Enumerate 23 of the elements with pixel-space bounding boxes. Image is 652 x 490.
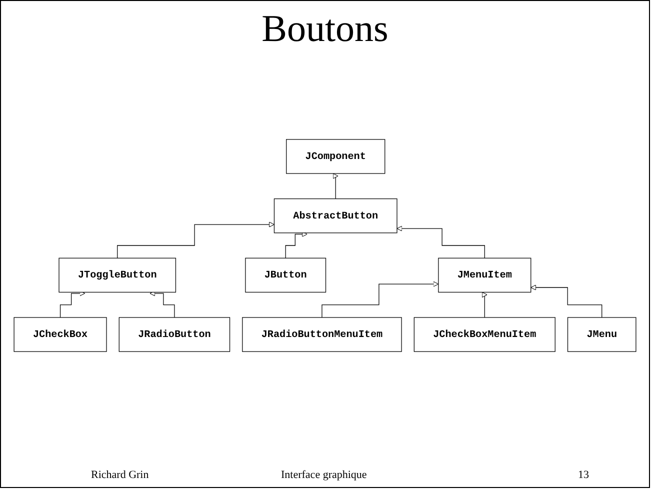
node-box: JCheckBox (14, 317, 107, 352)
node-box: JRadioButton (118, 317, 230, 352)
node-box: JMenuItem (438, 258, 532, 293)
node-box: JCheckBoxMenuItem (414, 317, 556, 352)
arrow (396, 226, 485, 258)
arrow (482, 292, 488, 318)
arrow (285, 231, 308, 258)
node-box: AbstractButton (274, 198, 398, 234)
page-number: 13 (578, 469, 589, 481)
node-box: JButton (245, 258, 326, 293)
node-box: JComponent (286, 139, 386, 174)
node-box: JMenu (567, 317, 636, 352)
footer-author: Richard Grin (91, 469, 149, 481)
footer-subject: Interface graphique (281, 469, 367, 481)
arrow (322, 281, 439, 318)
node-box: JRadioButtonMenuItem (242, 317, 402, 352)
arrow (150, 290, 175, 318)
arrow (60, 290, 86, 318)
arrow (530, 284, 602, 318)
node-box: JToggleButton (58, 258, 176, 293)
slide-title: Boutons (260, 7, 390, 51)
arrow (117, 222, 274, 258)
arrow (332, 173, 338, 200)
